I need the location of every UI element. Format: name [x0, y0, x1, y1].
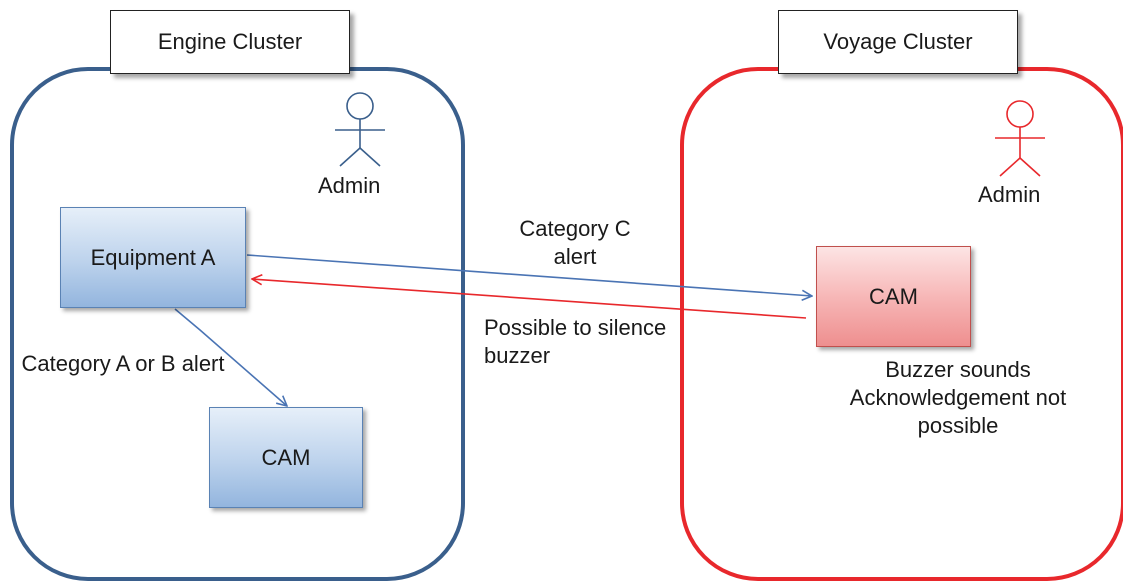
- silence-arrow: [252, 279, 807, 319]
- engine-admin-label: Admin: [318, 173, 381, 198]
- engine-cam-box: CAM: [209, 407, 363, 508]
- engine-admin-person-icon: [335, 92, 385, 167]
- equipment-a-box: Equipment A: [60, 207, 246, 308]
- silence-buzzer-label: Possible to silence buzzer: [484, 315, 667, 368]
- category-c-alert-label: Category C alert: [519, 216, 631, 269]
- voyage-admin-person-icon: [995, 100, 1045, 177]
- engine-cluster-title: Engine Cluster: [110, 10, 350, 74]
- buzzer-status-label: Buzzer sounds Acknowledgement not possib…: [849, 357, 1067, 438]
- category-ab-alert-label: Category A or B alert: [21, 351, 225, 376]
- equipment-a-label: Equipment A: [90, 244, 216, 270]
- voyage-cam-label: CAM: [869, 283, 918, 309]
- engine-cam-label: CAM: [261, 444, 311, 470]
- voyage-cam-box: CAM: [816, 246, 971, 347]
- voyage-admin-label: Admin: [978, 182, 1041, 207]
- category-c-arrow: [246, 254, 812, 296]
- voyage-cluster-title: Voyage Cluster: [778, 10, 1018, 74]
- category-ab-arrow: [174, 308, 287, 406]
